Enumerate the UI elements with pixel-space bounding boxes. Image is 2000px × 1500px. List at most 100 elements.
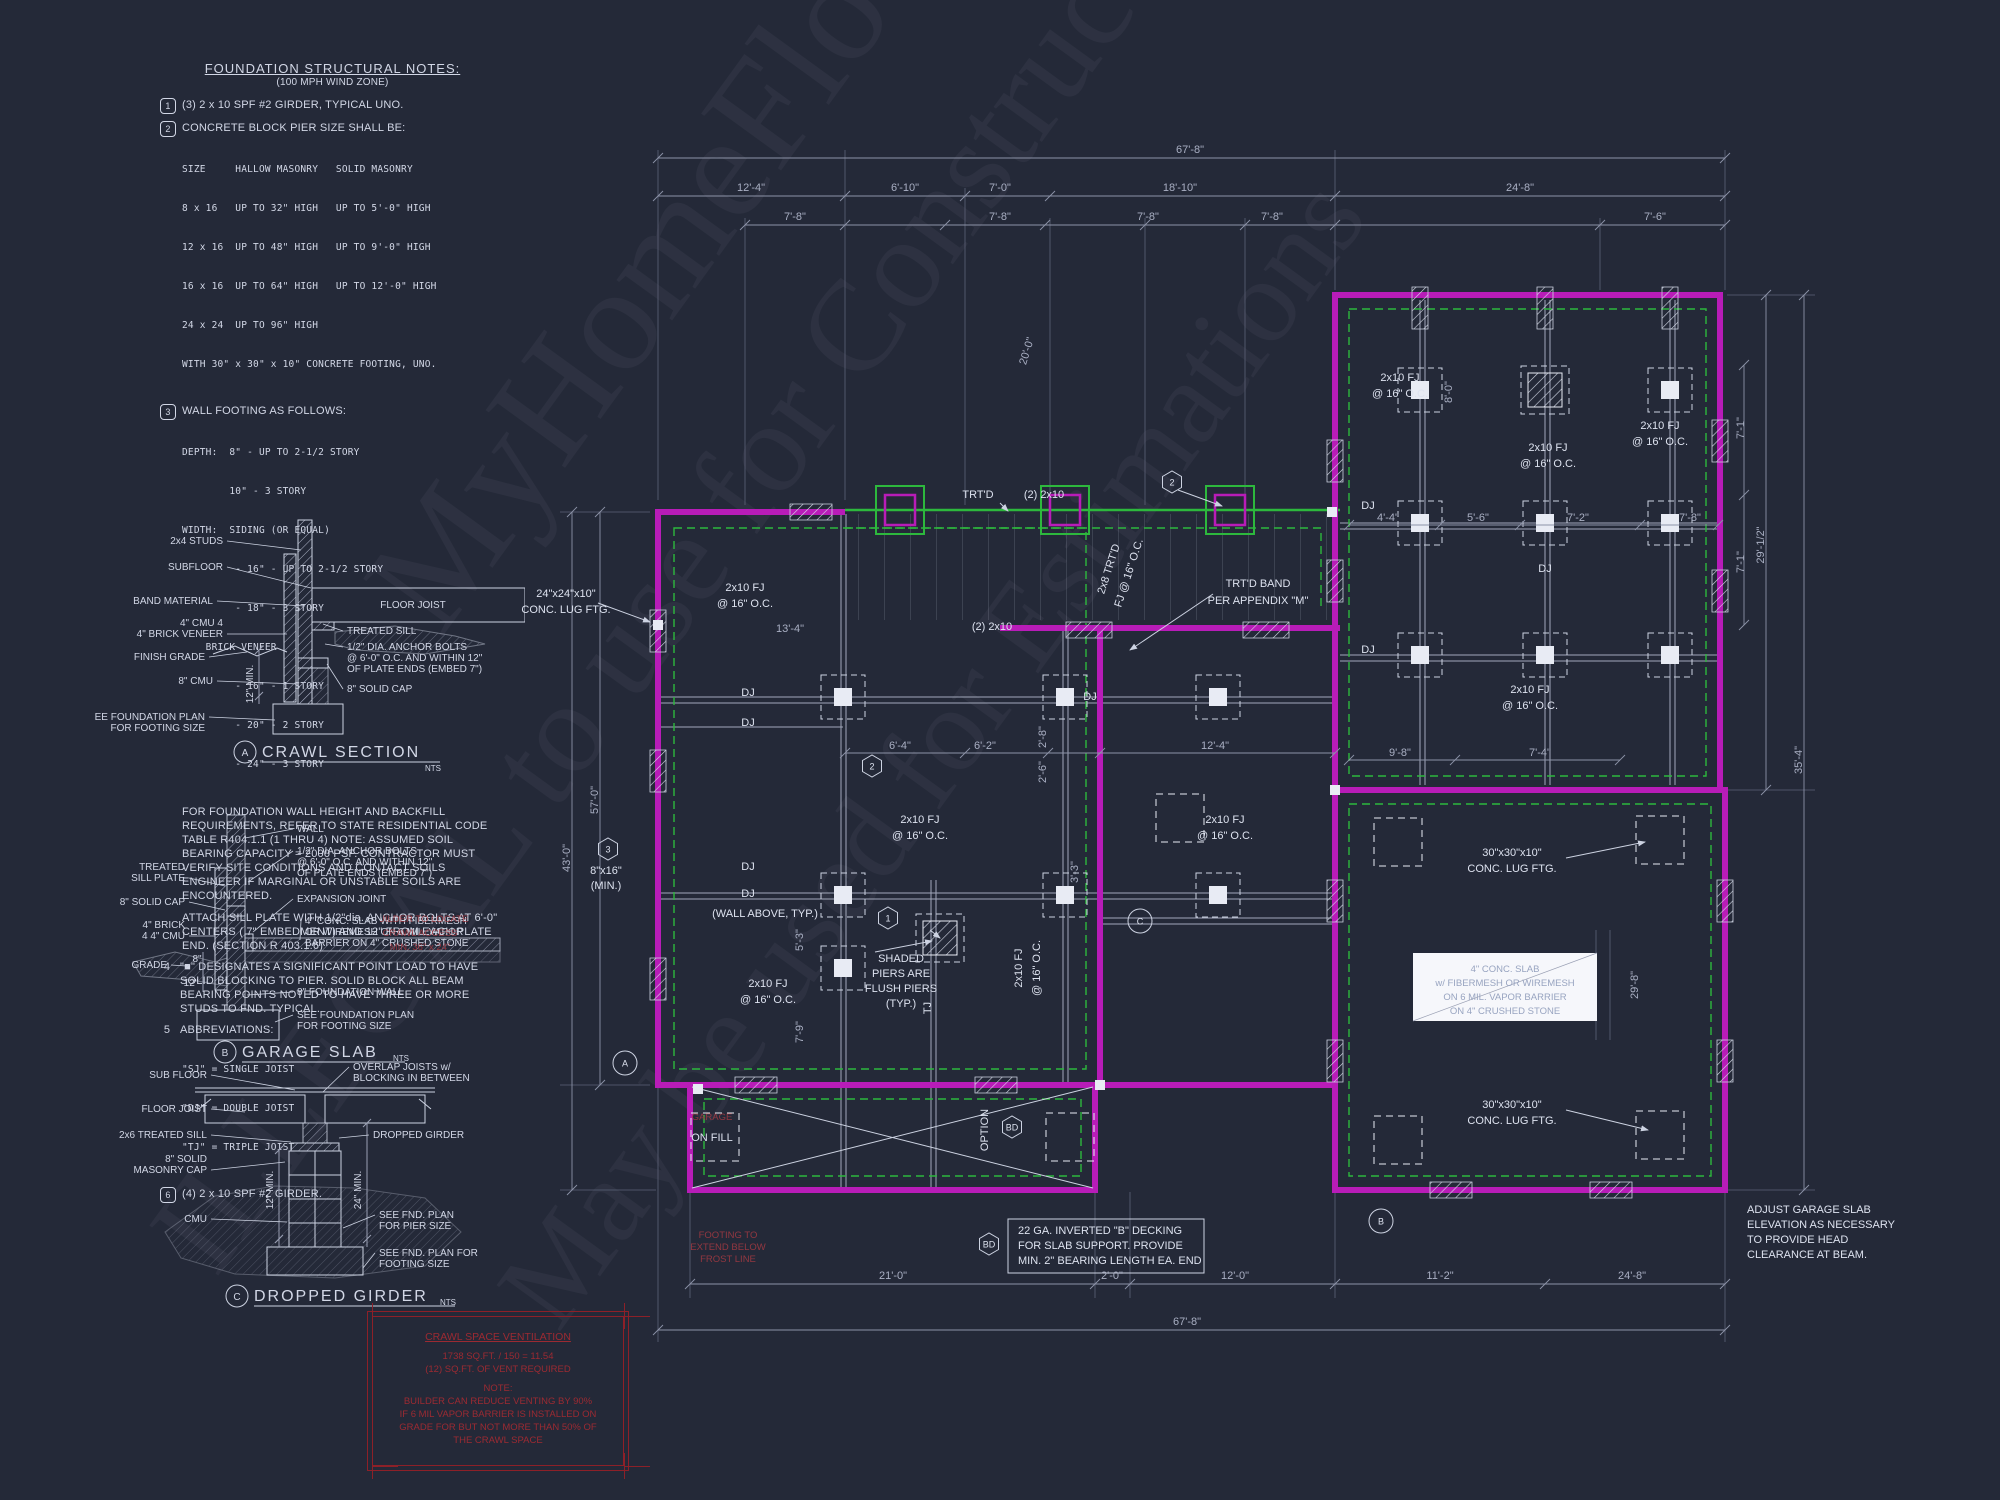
plan-label: 7'-2" bbox=[1567, 512, 1589, 524]
dim-tick bbox=[1761, 290, 1771, 300]
dim-tick bbox=[1095, 748, 1105, 758]
detail-leader bbox=[171, 965, 187, 966]
dim-tick bbox=[653, 1325, 663, 1335]
pier-footing-dashed bbox=[821, 675, 865, 719]
plan-label: 2'-6" bbox=[1037, 761, 1049, 783]
girder-geometry bbox=[165, 1088, 461, 1278]
plan-label: 67'-8" bbox=[1173, 1316, 1201, 1328]
pier bbox=[1056, 688, 1074, 706]
plan-label: @ 16" O.C. bbox=[740, 994, 796, 1006]
plan-label: 2x10 FJ bbox=[1528, 442, 1567, 454]
wall-pilaster-hatch bbox=[1327, 560, 1343, 602]
foundation-plan: 67'-8"12'-4"6'-10"7'-0"18'-10"24'-8"7'-8… bbox=[380, 144, 1896, 1410]
detail-leader bbox=[211, 1109, 245, 1112]
detail-leader bbox=[275, 1015, 293, 1022]
plan-label: FLUSH PIERS bbox=[865, 983, 937, 995]
detail-label: 12" MIN. bbox=[265, 1171, 276, 1210]
plan-label: 6'-2" bbox=[974, 740, 996, 752]
detail-label: EXPANSION JOINT bbox=[297, 894, 386, 905]
plan-label: DJ bbox=[1083, 691, 1096, 703]
deck-pier bbox=[1215, 495, 1245, 525]
plan-label: 8'-0" bbox=[1443, 381, 1455, 403]
detail-label: BARRIER ON 4" CRUSHED STONE bbox=[305, 938, 469, 949]
wall-pilaster-hatch bbox=[1662, 287, 1678, 329]
notes-subtitle: (100 MPH WIND ZONE) bbox=[276, 77, 389, 88]
lug-footing-dashed bbox=[1374, 1116, 1422, 1164]
plan-label: 3'-3" bbox=[1069, 861, 1081, 883]
plan-label: 2x10 FJ bbox=[1380, 372, 1419, 384]
leader-line bbox=[598, 603, 651, 622]
pier-footing-dashed bbox=[821, 873, 865, 917]
dim-tick bbox=[1739, 620, 1749, 630]
dim-tick bbox=[1515, 520, 1525, 530]
detail-leader bbox=[211, 1135, 291, 1142]
plan-label: DJ bbox=[1538, 563, 1551, 575]
wall-pilaster-hatch bbox=[1243, 622, 1289, 638]
callout-label: BD bbox=[1006, 1123, 1019, 1133]
detail-label: 4" BRICK bbox=[143, 920, 186, 931]
stamp-line: GRADE FOR BUT NOT MORE THAN 50% OF bbox=[399, 1422, 597, 1433]
plan-label: 6'-4" bbox=[889, 740, 911, 752]
dim-tick bbox=[840, 748, 850, 758]
garage-tag: B bbox=[222, 1048, 229, 1059]
pier-table-row: WITH 30" x 30" x 10" CONCRETE FOOTING, U… bbox=[182, 359, 437, 370]
pier-footing-dashed bbox=[1196, 675, 1240, 719]
footing-row: BRICK VENEER bbox=[182, 642, 277, 653]
dim-tick bbox=[840, 220, 850, 230]
plan-label: 11'-2" bbox=[1426, 1270, 1453, 1282]
hex-callout bbox=[980, 1233, 999, 1255]
hex-callout bbox=[879, 907, 898, 929]
plan-label: (2) 2x10 bbox=[1024, 489, 1064, 501]
note-number-5: 5 bbox=[163, 1024, 171, 1036]
detail-leader bbox=[189, 878, 225, 886]
plan-label: CONC. LUG FTG. bbox=[1467, 863, 1556, 875]
pier-footing-dashed bbox=[1398, 368, 1442, 412]
plan-label: 35'-4" bbox=[1793, 746, 1805, 774]
note-1-text: (3) 2 x 10 SPF #2 GIRDER, TYPICAL UNO. bbox=[182, 99, 404, 111]
detail-label: FOR FOOTING SIZE bbox=[297, 1021, 392, 1032]
pier-table-row: 8 x 16 UP TO 32" HIGH UP TO 5'-0" HIGH bbox=[182, 203, 431, 214]
plan-label: 7'-0" bbox=[989, 182, 1011, 194]
plan-label: 2x10 FJ bbox=[1510, 684, 1549, 696]
detail-label: @ 6'-0" O.C. AND WITHIN 12" bbox=[347, 653, 483, 664]
detail-leader bbox=[327, 664, 343, 689]
plan-label: TRT'D bbox=[962, 489, 993, 501]
plan-label: PIERS ARE bbox=[872, 968, 930, 980]
dim-tick bbox=[1799, 290, 1809, 300]
wall-pilaster-hatch bbox=[1712, 570, 1728, 612]
hex-callout bbox=[599, 838, 618, 860]
detail-label: 12" MIN. bbox=[245, 665, 256, 704]
plan-label: 43'-0" bbox=[561, 844, 573, 872]
dim-tick bbox=[1125, 1279, 1135, 1289]
dim-tick bbox=[685, 1279, 695, 1289]
pier bbox=[834, 959, 852, 977]
pier-footing-dashed bbox=[1648, 633, 1692, 677]
plan-label: FOR SLAB SUPPORT. PROVIDE bbox=[1018, 1240, 1183, 1252]
plan-labels: 67'-8"12'-4"6'-10"7'-0"18'-10"24'-8"7'-8… bbox=[380, 144, 1896, 1328]
wall-pilaster-hatch bbox=[1717, 880, 1733, 922]
leader-line bbox=[1566, 1110, 1649, 1132]
decking-note-box bbox=[1008, 1219, 1204, 1273]
detail-leader bbox=[325, 644, 343, 647]
detail-label: 4" CMU 4 bbox=[180, 618, 223, 629]
plan-label: FOOTING TO bbox=[699, 1230, 758, 1241]
detail-label: 8" SOLID bbox=[165, 1154, 207, 1165]
pier-table-row: SIZE HALLOW MASONRY SOLID MASONRY bbox=[182, 164, 413, 175]
plan-label: @ 16" O.C. bbox=[1632, 436, 1688, 448]
wall-pilaster-hatch bbox=[650, 958, 666, 1000]
piers bbox=[650, 287, 1733, 1198]
wall-pilaster-hatch bbox=[1537, 287, 1553, 329]
plan-label: 7'-1" bbox=[1735, 551, 1747, 573]
detail-label: FOR PIER SIZE bbox=[379, 1221, 452, 1232]
plan-label: 7'-8" bbox=[1137, 211, 1159, 223]
detail-label: SEE FOUNDATION PLAN bbox=[95, 712, 205, 723]
detail-leader bbox=[248, 851, 293, 882]
detail-label: GRADE bbox=[131, 960, 167, 971]
plan-label: 4" CONC. SLAB bbox=[1471, 964, 1540, 975]
footing-row: DEPTH: 8" - UP TO 2-1/2 STORY bbox=[182, 447, 360, 458]
plan-label: ON 4" CRUSHED STONE bbox=[1450, 1006, 1560, 1017]
dim-tick bbox=[1720, 1325, 1730, 1335]
plan-label: 7'-1" bbox=[1735, 417, 1747, 439]
